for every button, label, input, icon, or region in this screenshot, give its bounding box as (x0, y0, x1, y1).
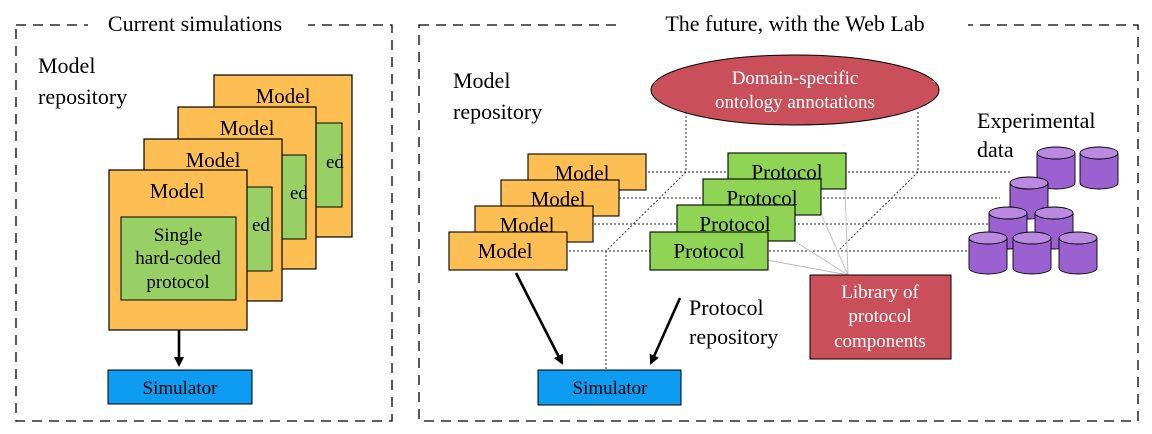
library-line-3: components (834, 331, 926, 352)
library-connection-lines (766, 189, 849, 276)
protocol-box-1: Protocol (649, 231, 769, 271)
right-panel-title: The future, with the Web Lab (665, 11, 924, 36)
left-repo-label-2: repository (38, 84, 127, 109)
right-simulator-label: Simulator (573, 378, 649, 399)
data-cylinder (1058, 231, 1098, 275)
inner-line-1: Single (154, 225, 203, 246)
right-simulator-box: Simulator (537, 369, 682, 406)
model-label: Model (220, 116, 275, 140)
experimental-label-1: Experimental (977, 108, 1096, 133)
experimental-data-cylinders (968, 146, 1119, 275)
data-cylinder (968, 231, 1008, 275)
model-label: Model (256, 84, 311, 108)
left-repo-label-1: Model (38, 53, 95, 78)
model-box-1: Model (448, 231, 568, 271)
inner-line-2: hard-coded (135, 248, 221, 269)
protocol-repo-label-2: repository (689, 324, 778, 349)
model-stack: Model Model Model Model (448, 153, 647, 271)
model-label: Model (150, 179, 205, 203)
left-panel-title: Current simulations (108, 11, 282, 36)
data-cylinder (1079, 146, 1119, 190)
protocol-stack: Protocol Protocol Protocol Protocol (649, 152, 847, 271)
left-simulator-label: Simulator (143, 378, 219, 399)
right-repo-label-1: Model (453, 68, 510, 93)
model-card-front: Model Single hard-coded protocol (108, 169, 248, 331)
data-cylinder (1036, 146, 1076, 190)
library-line-1: Library of (841, 282, 919, 303)
model-arrow-to-simulator (514, 272, 564, 365)
model-label: Model (478, 239, 533, 263)
library-line-2: protocol (848, 306, 911, 327)
ontology-line-1: Domain-specific (732, 68, 859, 89)
peek-text: ed (252, 215, 270, 236)
peek-text: ed (326, 152, 344, 173)
experimental-label-2: data (977, 137, 1014, 162)
right-repo-label-2: repository (453, 99, 542, 124)
current-simulations-panel: Current simulations Model repository Mod… (15, 10, 393, 422)
inner-line-3: protocol (146, 272, 209, 293)
left-simulator-box: Simulator (107, 369, 253, 405)
protocol-label: Protocol (673, 239, 744, 263)
model-label: Model (186, 148, 241, 172)
library-box: Library of protocol components (809, 274, 952, 360)
peek-text: ed (290, 183, 308, 204)
protocol-repo-label-1: Protocol (689, 295, 764, 320)
protocol-arrow-to-simulator (649, 297, 682, 365)
data-cylinder (1012, 231, 1052, 275)
web-lab-panel: The future, with the Web Lab Model repos… (418, 10, 1139, 422)
hard-coded-protocol-box (120, 216, 237, 301)
ontology-line-2: ontology annotations (715, 92, 875, 113)
ontology-annotations-ellipse: Domain-specific ontology annotations (650, 54, 940, 126)
